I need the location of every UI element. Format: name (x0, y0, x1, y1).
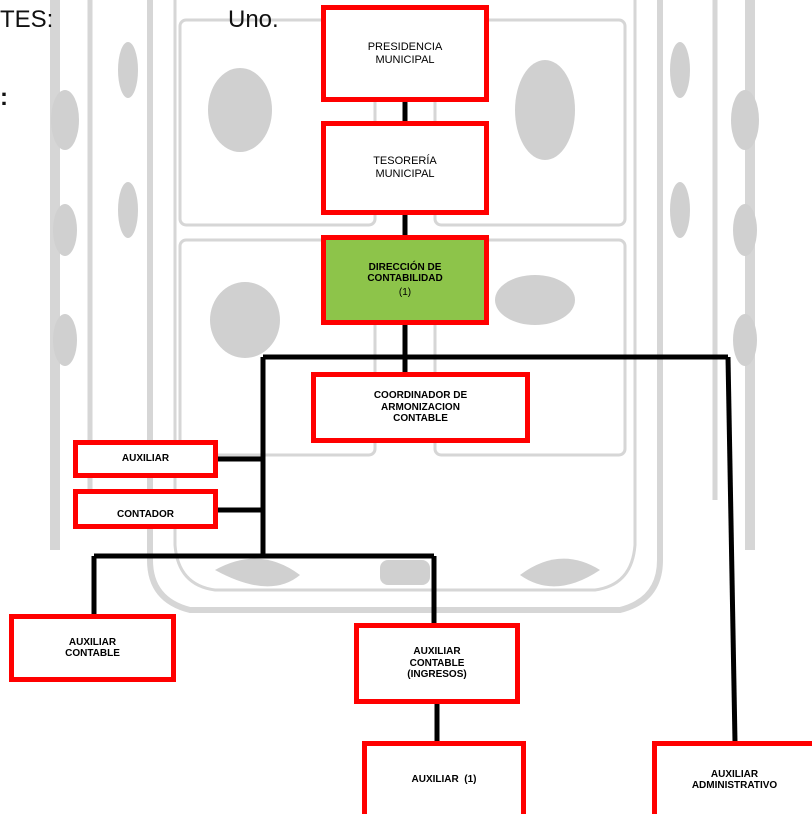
box-label-line: MUNICIPAL (375, 168, 435, 180)
box-label-line: PRESIDENCIA (367, 40, 443, 53)
contador-box: CONTADOR (73, 489, 218, 529)
box-label-line: AUXILIAR (413, 646, 461, 658)
box-label-line: AUXILIAR (68, 636, 117, 648)
box-label-line: ARMONIZACION (381, 401, 460, 413)
box-label-line: CONTABILIDAD (367, 273, 443, 285)
auxiliar-contable-box: AUXILIAR CONTABLE (9, 614, 176, 682)
auxiliar-box: AUXILIAR (73, 440, 218, 478)
box-label-line: AUXILIAR (1) (411, 774, 477, 786)
coordinador-armonizacion-box: COORDINADOR DE ARMONIZACION CONTABLE (311, 372, 530, 443)
auxiliar-administrativo-box: AUXILIAR ADMINISTRATIVO (652, 741, 812, 814)
presidencia-municipal-box: PRESIDENCIA MUNICIPAL (321, 5, 489, 102)
box-label-line: CONTABLE (409, 657, 465, 669)
box-label-line: COORDINADOR DE (373, 390, 468, 402)
position-count: (1) (398, 286, 412, 298)
box-label-line: TESORERÍA (373, 155, 437, 168)
box-label-line: CONTADOR (116, 508, 175, 520)
header-value: Uno. (228, 6, 279, 33)
auxiliar-contable-ingresos-box: AUXILIAR CONTABLE (INGRESOS) (354, 623, 520, 704)
box-label-line: CONTABLE (65, 648, 120, 659)
box-label-line: DIRECCIÓN DE (368, 261, 442, 273)
box-label-line: AUXILIAR (121, 453, 170, 465)
auxiliar-1-box: AUXILIAR (1) (362, 741, 526, 814)
box-label-line: CONTABLE (393, 413, 448, 425)
box-label-line: (INGRESOS) (407, 669, 467, 681)
tesoreria-municipal-box: TESORERÍA MUNICIPAL (321, 121, 489, 215)
box-label-line: AUXILIAR (710, 768, 759, 780)
box-label-line: ADMINISTRATIVO (691, 780, 778, 791)
header-colon: : (0, 84, 8, 111)
box-label-line: MUNICIPAL (375, 53, 435, 66)
direccion-contabilidad-box: DIRECCIÓN DE CONTABILIDAD (1) (321, 235, 489, 325)
header-label-fragment: TES: (0, 6, 54, 33)
